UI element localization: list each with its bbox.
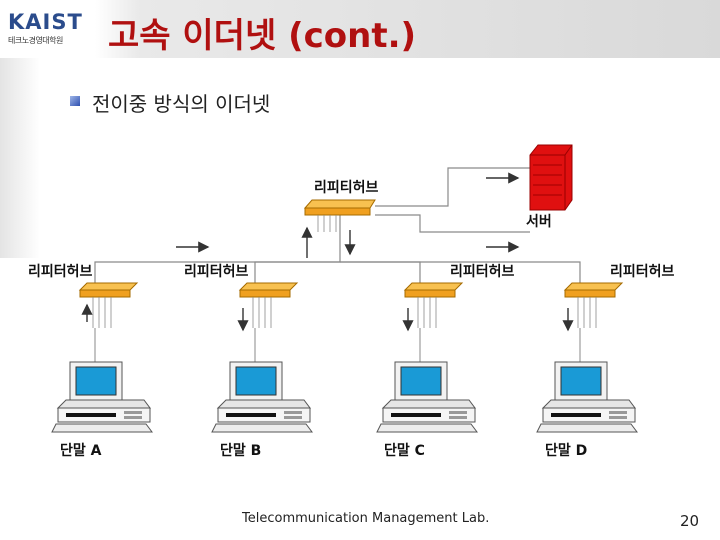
top-hub-label: 리피티허브 [314,179,379,196]
bullet-text: 전이중 방식의 이더넷 [92,92,271,116]
hub-label: 리피터허브 [184,263,249,280]
hub-icon [563,282,624,298]
page-number: 20 [680,512,700,530]
keyboard-icon [51,423,153,433]
server-label: 서버 [526,213,552,230]
cable-bundle [417,297,437,328]
terminal-label: 단말 B [220,442,261,459]
terminal-label: 단말 A [60,442,102,459]
kaist-logo: KAIST 테크노경영대학원 [8,10,88,55]
network-lines [94,167,581,290]
keyboard-icon [376,423,478,433]
bullet-icon [70,96,80,106]
keyboard-icon [536,423,638,433]
slide-title: 고속 이더넷 (cont.) [108,16,417,56]
cable-bundle [252,297,272,328]
logo-subtext: 테크노경영대학원 [8,36,63,45]
workstation-icon [536,361,638,433]
cable-bundle [577,297,597,328]
workstation-icon [51,361,153,433]
footer-text: Telecommunication Management Lab. [242,511,490,526]
hub-label: 리피터허브 [28,263,93,280]
workstation-icon [376,361,478,433]
header-bar [0,0,720,58]
terminal-label: 단말 D [545,442,587,459]
logo-text: KAIST [8,10,83,34]
cable-bundle [92,297,112,328]
flow-arrows [81,172,574,332]
hub-icon [403,282,464,298]
hub-label: 리피터허브 [610,263,675,280]
hub-icon [78,282,139,298]
server-icon [529,144,573,211]
hub-label: 리피터허브 [450,263,515,280]
top-hub-icon [303,199,376,232]
network-diagram: 리피티허브 서버 리피터허브 리피터허브 리피터허브 리피터허브 단말 A 단말… [28,144,675,459]
workstation-icon [211,361,313,433]
hub-icon [238,282,299,298]
left-decoration [0,58,40,258]
keyboard-icon [211,423,313,433]
terminal-label: 단말 C [384,442,425,459]
